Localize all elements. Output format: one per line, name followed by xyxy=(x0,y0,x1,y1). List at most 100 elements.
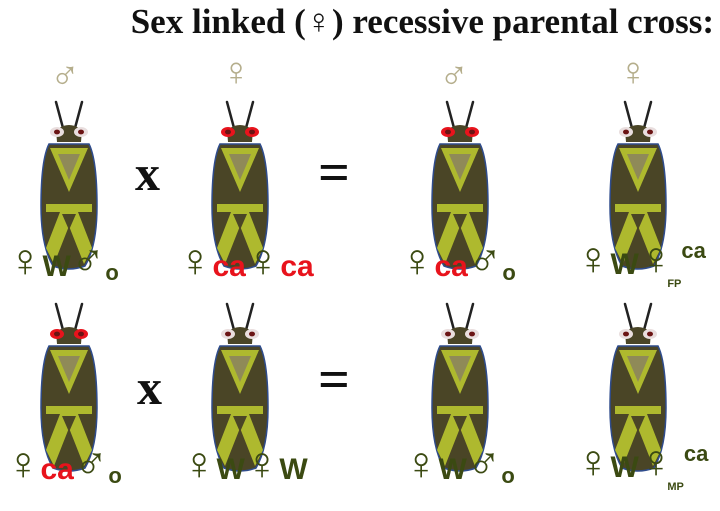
female-symbol-icon: ♀ xyxy=(6,438,41,489)
allele-label: ca xyxy=(212,250,246,283)
bug-white-eyed-male xyxy=(431,302,489,472)
equals-operator: = xyxy=(318,349,350,411)
female-symbol-icon: ♀ xyxy=(244,438,280,489)
male-symbol-icon: ♂ xyxy=(70,235,106,286)
equals-operator: = xyxy=(318,142,350,204)
bug-pupil xyxy=(225,331,231,337)
bug-marking-inner xyxy=(627,356,649,382)
bug-marking xyxy=(615,406,661,466)
allele-label: o xyxy=(501,463,515,488)
allele-label: ca xyxy=(434,250,468,283)
allele-label: W xyxy=(216,453,245,486)
bug-marking-gap xyxy=(62,214,76,230)
antenna xyxy=(73,100,84,130)
bug-marking-inner xyxy=(229,154,251,180)
bug-marking-gap xyxy=(233,214,247,230)
female-symbol-icon: ♀ xyxy=(8,235,43,286)
female-symbol-icon: ♀ xyxy=(618,49,648,94)
male-symbol-icon: ♂ xyxy=(467,235,503,286)
antenna xyxy=(445,100,456,130)
female-symbol-icon: ♀ xyxy=(576,233,611,284)
genotype-label: ♀ca♂o xyxy=(6,438,122,503)
bug-pupil xyxy=(78,129,84,135)
bug-marking-gap xyxy=(453,416,467,432)
bug-white-eyed-male xyxy=(40,100,98,270)
allele-label: W xyxy=(42,250,71,283)
bug-pupil xyxy=(78,331,84,337)
antenna xyxy=(244,302,255,332)
allele-subscript: MP xyxy=(667,481,684,493)
antenna xyxy=(225,302,236,332)
allele-label: W xyxy=(610,451,639,484)
antenna xyxy=(244,100,255,130)
bug-red-eyed-male xyxy=(40,302,98,472)
bug-marking-inner xyxy=(449,356,471,382)
male-symbol-icon: ♂ xyxy=(73,438,109,489)
allele-superscript: ca xyxy=(683,441,709,466)
bug-marking-inner xyxy=(229,356,251,382)
antenna xyxy=(642,100,653,130)
antenna xyxy=(54,302,65,332)
antenna xyxy=(464,100,475,130)
female-symbol-icon: ♀ xyxy=(400,235,435,286)
genotype-label: ♀W♂o xyxy=(8,235,119,300)
cross-operator: x xyxy=(135,145,160,201)
bug-marking xyxy=(46,204,92,264)
allele-label: ca xyxy=(280,250,314,283)
bug-marking-gap xyxy=(631,416,645,432)
allele-label: W xyxy=(610,248,639,281)
bug-red-eyed-male xyxy=(431,100,489,270)
bug-marking-inner xyxy=(449,154,471,180)
male-symbol-icon: ♂ xyxy=(466,438,502,489)
antenna xyxy=(73,302,84,332)
bug-pupil xyxy=(623,129,629,135)
antenna xyxy=(642,302,653,332)
genotype-label: ♀ca♂o xyxy=(400,235,516,300)
bug-pupil xyxy=(54,331,60,337)
bug-marking-gap xyxy=(631,214,645,230)
bug-pupil xyxy=(647,331,653,337)
bug-pupil xyxy=(249,129,255,135)
page-title: Sex linked (♀) recessive parental cross: xyxy=(130,2,714,41)
bug-marking xyxy=(217,204,263,264)
bug-marking-gap xyxy=(453,214,467,230)
female-symbol-icon: ♀ xyxy=(404,438,439,489)
female-symbol-icon: ♀ xyxy=(221,49,251,94)
allele-label: ca xyxy=(40,453,74,486)
antenna xyxy=(623,302,634,332)
bug-pupil xyxy=(469,331,475,337)
allele-label: o xyxy=(105,260,119,285)
allele-label: o xyxy=(108,463,122,488)
bug-marking xyxy=(46,406,92,466)
antenna xyxy=(623,100,634,130)
genotype-label: ♀W♀MPca xyxy=(576,436,709,501)
bug-pupil xyxy=(445,129,451,135)
female-symbol-icon: ♀ xyxy=(178,235,213,286)
allele-superscript: ca xyxy=(681,238,706,263)
female-symbol-icon: ♀ xyxy=(576,436,611,487)
female-symbol-icon: ♀ xyxy=(245,235,281,286)
bug-white-eyed-female xyxy=(609,302,667,472)
allele-label: o xyxy=(502,260,516,285)
female-symbol-icon: ♀ xyxy=(182,438,217,489)
bug-white-eyed-female xyxy=(211,302,269,472)
allele-label: W xyxy=(438,453,467,486)
bug-pupil xyxy=(469,129,475,135)
cross-operator: x xyxy=(137,359,162,415)
bug-marking-gap xyxy=(233,416,247,432)
genotype-label: ♀W♀FPca xyxy=(576,233,706,298)
bug-marking xyxy=(437,204,483,264)
antenna xyxy=(54,100,65,130)
bug-marking xyxy=(615,204,661,264)
antenna xyxy=(445,302,456,332)
female-symbol-icon: ♀ xyxy=(638,233,674,284)
bug-pupil xyxy=(225,129,231,135)
bug-white-eyed-female xyxy=(609,100,667,270)
allele-label: W xyxy=(279,453,308,486)
bug-marking-gap xyxy=(62,416,76,432)
allele-subscript: FP xyxy=(667,278,682,290)
female-symbol-icon: ♀ xyxy=(638,436,674,487)
bug-pupil xyxy=(647,129,653,135)
bug-marking xyxy=(217,406,263,466)
bug-red-eyed-female xyxy=(211,100,269,270)
